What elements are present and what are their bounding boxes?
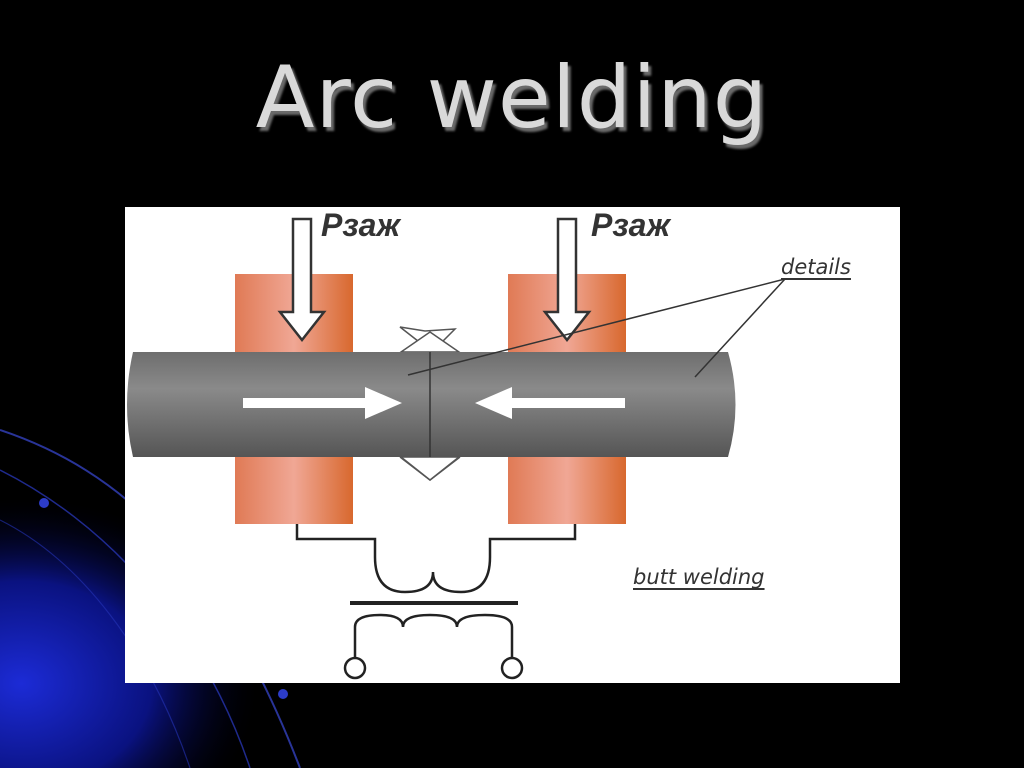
right-wire: [488, 524, 577, 557]
right-force-arrow: [542, 217, 592, 343]
workpiece-bar: [127, 352, 736, 457]
details-leader-left: [407, 278, 786, 376]
force-label-left: Рзаж: [321, 207, 401, 243]
secondary-coil: [373, 556, 492, 594]
left-pointing-arrow: [475, 387, 625, 419]
right-terminal: [500, 656, 524, 680]
process-label: butt welding: [633, 565, 765, 589]
left-terminal: [343, 656, 367, 680]
force-label-right: Рзаж: [591, 207, 671, 243]
left-wire: [295, 524, 377, 557]
primary-coil: [353, 613, 514, 657]
details-label: details: [781, 255, 851, 279]
butt-welding-schematic: [127, 217, 786, 680]
weld-upset-diamond-bottom: [398, 456, 462, 481]
left-force-arrow: [277, 217, 327, 343]
right-pointing-arrow: [243, 387, 402, 419]
details-leader-right: [694, 278, 786, 378]
slide-title: Arc welding: [255, 48, 769, 148]
welding-diagram: Рзаж Рзаж details butt welding: [125, 207, 900, 683]
